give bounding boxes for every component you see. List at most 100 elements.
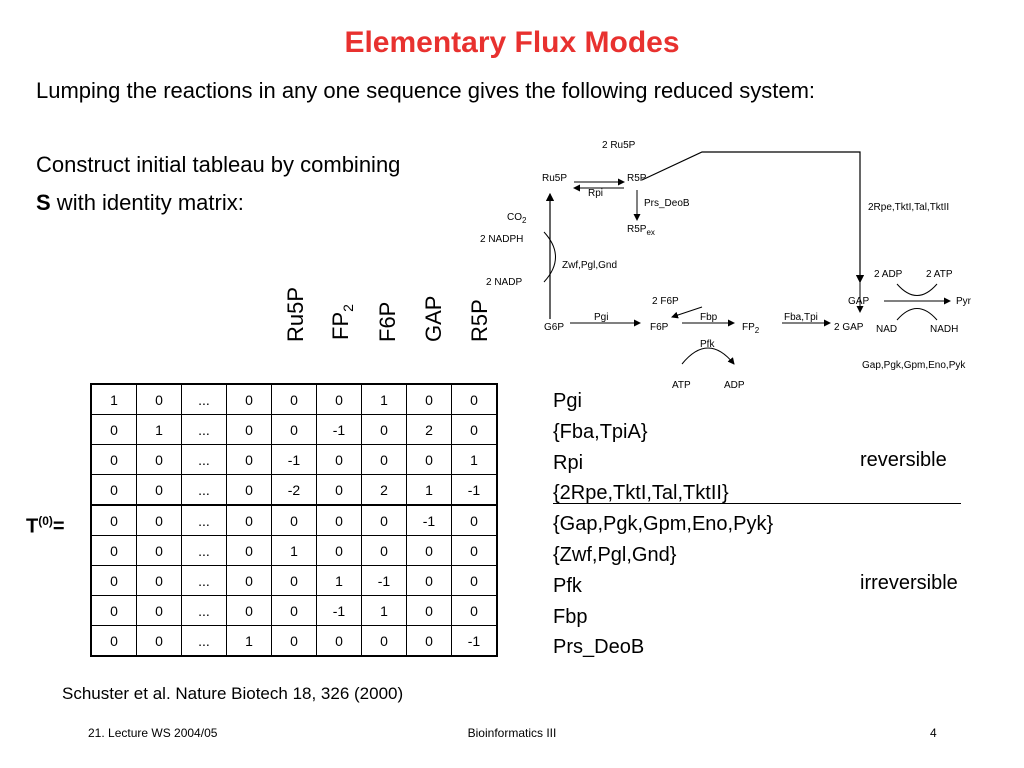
tableau-cell: 0	[136, 535, 182, 566]
tableau-cell: 0	[451, 535, 498, 566]
tableau-cell: 1	[361, 595, 407, 626]
column-header-gap: GAP	[421, 295, 446, 342]
label-fp2: FP2	[742, 322, 760, 335]
tableau-cell: 0	[361, 625, 407, 657]
tableau-cell: 0	[226, 444, 272, 475]
tableau-cell: 0	[406, 565, 452, 596]
tableau-cell: 0	[406, 535, 452, 566]
nadh-curve	[896, 308, 938, 321]
tableau-cell: 0	[90, 595, 137, 626]
tableau-cell: 0	[226, 474, 272, 506]
tableau-cell: 2	[406, 414, 452, 445]
tableau-cell: 0	[271, 595, 317, 626]
irreversible-label: irreversible	[860, 572, 958, 594]
tableau-cell: ...	[181, 504, 227, 536]
tableau-cell: 0	[361, 504, 407, 536]
column-header-f6p: F6P	[375, 301, 400, 342]
tableau-cell: 0	[136, 595, 182, 626]
tableau-cell: 0	[136, 444, 182, 475]
atp-curve	[896, 283, 938, 296]
label-2ru5p: 2 Ru5P	[602, 140, 636, 151]
tableau-cell: 0	[226, 414, 272, 445]
citation: Schuster et al. Nature Biotech 18, 326 (…	[62, 684, 404, 703]
tableau-cell: 1	[361, 383, 407, 415]
label-2adp: 2 ADP	[874, 269, 903, 280]
tableau-cell: 0	[316, 504, 362, 536]
tableau-cell: 0	[451, 414, 498, 445]
reaction-item: {Gap,Pgk,Gpm,Eno,Pyk}	[553, 513, 774, 536]
footer-page-number: 4	[930, 726, 937, 740]
instruction-line-1: Construct initial tableau by combining	[36, 152, 401, 177]
reaction-item: Pfk	[553, 574, 582, 597]
label-zwf: Zwf,Pgl,Gnd	[562, 260, 617, 271]
tableau-cell: 0	[226, 383, 272, 415]
tableau-cell: ...	[181, 383, 227, 415]
tableau-cell: 0	[226, 504, 272, 536]
label-gap-pyk: Gap,Pgk,Gpm,Eno,Pyk	[862, 360, 966, 371]
tableau-cell: 0	[90, 414, 137, 445]
tableau-cell: 1	[271, 535, 317, 566]
tableau-cell: 2	[361, 474, 407, 506]
tableau-cell: 0	[361, 414, 407, 445]
tableau-cell: ...	[181, 565, 227, 596]
label-fba: Fba,Tpi	[784, 312, 818, 323]
label-pgi: Pgi	[594, 312, 608, 323]
label-pyr: Pyr	[956, 296, 972, 307]
tableau-cell: 0	[136, 504, 182, 536]
tableau-cell: ...	[181, 474, 227, 506]
tableau-cell: -1	[406, 504, 452, 536]
tableau-cell: 0	[90, 625, 137, 657]
label-pfk: Pfk	[700, 339, 715, 350]
pfk-curve	[681, 347, 735, 365]
tableau-cell: 1	[406, 474, 452, 506]
reaction-item: Rpi	[553, 451, 584, 474]
tableau-cell: 0	[451, 504, 498, 536]
tableau-cell: -1	[451, 625, 498, 657]
tableau-cell: 0	[226, 535, 272, 566]
tableau-cell: 0	[136, 565, 182, 596]
tableau-cell: 0	[361, 535, 407, 566]
reaction-item: {2Rpe,TktI,Tal,TktII}	[553, 482, 729, 505]
label-atp: ATP	[672, 380, 691, 391]
tableau-cell: 0	[451, 383, 498, 415]
column-header-ru5p: Ru5P	[283, 286, 308, 342]
tableau-cell: 0	[406, 595, 452, 626]
footer-lecture: 21. Lecture WS 2004/05	[88, 726, 218, 740]
label-f6p: F6P	[650, 322, 669, 333]
slide-subtitle: Lumping the reactions in any one sequenc…	[36, 78, 816, 103]
label-2f6p: 2 F6P	[652, 296, 679, 307]
reversible-label: reversible	[860, 449, 947, 471]
tableau-cell: 0	[271, 565, 317, 596]
tableau-cell: 0	[226, 595, 272, 626]
tableau-label: T(0)=	[26, 514, 65, 538]
matrix-symbol-s: S	[36, 190, 51, 215]
label-fbp: Fbp	[700, 312, 718, 323]
label-prs-deob: Prs_DeoB	[644, 198, 690, 209]
tableau-cell: 0	[90, 535, 137, 566]
label-r5p: R5P	[627, 173, 647, 184]
label-2gap: 2 GAP	[834, 322, 864, 333]
label-ru5p: Ru5P	[542, 173, 567, 184]
instruction-line-2-text: with identity matrix:	[50, 190, 244, 215]
label-co2: CO2	[507, 212, 527, 225]
tableau-cell: -1	[361, 565, 407, 596]
tableau-cell: 1	[90, 383, 137, 415]
instruction-line-2: S with identity matrix:	[36, 190, 244, 216]
label-nadh: NADH	[930, 324, 958, 335]
label-nad: NAD	[876, 324, 897, 335]
label-rpi: Rpi	[588, 188, 603, 199]
tableau-cell: 0	[136, 625, 182, 657]
tableau-cell: 0	[316, 383, 362, 415]
tableau-cell: 0	[406, 625, 452, 657]
slide-title: Elementary Flux Modes	[344, 26, 680, 59]
label-2nadp: 2 NADP	[486, 277, 522, 288]
reaction-item: Pgi	[553, 390, 582, 412]
tableau-cell: 1	[451, 444, 498, 475]
